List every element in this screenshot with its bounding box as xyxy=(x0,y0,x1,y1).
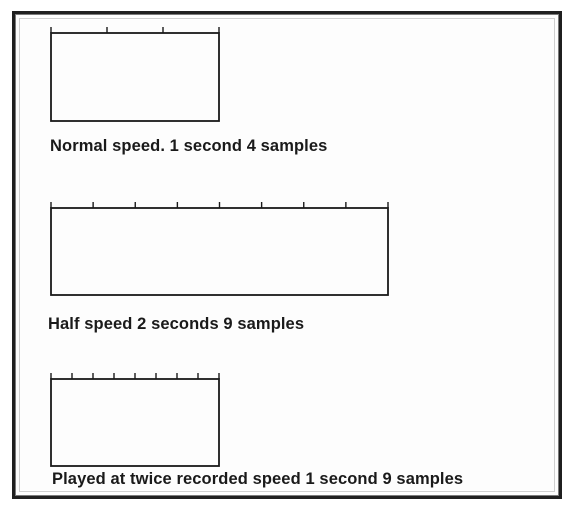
panel-twice-speed xyxy=(50,373,220,467)
caption-normal-speed: Normal speed. 1 second 4 samples xyxy=(50,137,328,155)
panel-half-speed xyxy=(50,202,389,296)
frame-inner-rule xyxy=(19,18,555,492)
diagram-frame xyxy=(12,11,562,499)
caption-half-speed: Half speed 2 seconds 9 samples xyxy=(48,315,305,333)
waveform-box-twice xyxy=(50,378,220,467)
sample-ticks-half xyxy=(50,202,389,208)
sample-ticks-normal xyxy=(50,27,220,33)
caption-twice-speed: Played at twice recorded speed 1 second … xyxy=(52,470,464,488)
waveform-box-half xyxy=(50,207,389,296)
sample-ticks-twice xyxy=(50,373,220,379)
panel-normal-speed xyxy=(50,27,220,122)
waveform-box-normal xyxy=(50,32,220,122)
